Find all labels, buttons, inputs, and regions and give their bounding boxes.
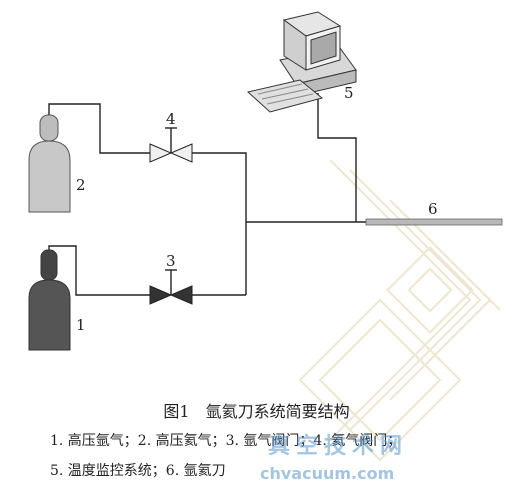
- figure-caption: 图1 氩氦刀系统简要结构: [163, 402, 350, 421]
- label-helium-valve: 4: [166, 110, 176, 128]
- computer-icon: [246, 11, 357, 113]
- watermark-pattern: [298, 159, 501, 462]
- label-probe: 6: [428, 200, 438, 218]
- label-argon-cylinder: 1: [76, 316, 86, 334]
- legend-line-2: 5. 温度监控系统；6. 氩氦刀: [50, 463, 226, 479]
- label-argon-valve: 3: [166, 252, 176, 270]
- legend-line-1: 1. 高压氩气；2. 高压氦气；3. 氩气阀门；4. 氦气阀门；: [50, 433, 402, 449]
- pipes: [48, 93, 366, 296]
- argon-valve: [149, 285, 193, 305]
- label-helium-cylinder: 2: [76, 176, 86, 194]
- label-computer: 5: [344, 84, 354, 102]
- helium-valve: [149, 143, 193, 163]
- helium-cylinder: [28, 114, 71, 213]
- watermark-text: 真空技术网: [268, 434, 409, 459]
- argon-cylinder: [28, 249, 71, 351]
- watermark-url: chvacuum.com: [260, 464, 395, 483]
- probe: [365, 218, 503, 226]
